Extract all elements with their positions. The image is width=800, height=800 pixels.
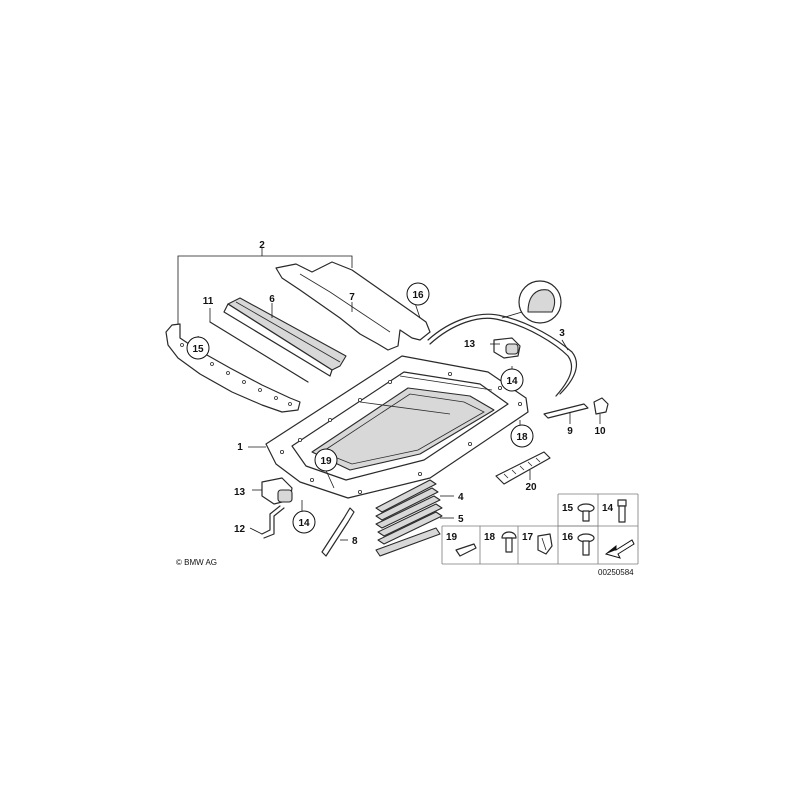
screw-16-icon (577, 533, 595, 556)
label-2: 2 (259, 240, 265, 251)
screw-15-icon (577, 503, 595, 522)
deflector-part-6 (223, 297, 347, 377)
drive-shaft-part-12 (249, 505, 285, 539)
svg-text:15: 15 (192, 344, 204, 355)
svg-text:16: 16 (412, 290, 424, 301)
label-1: 1 (237, 442, 243, 453)
table-label-17: 17 (522, 532, 534, 543)
group-bracket-2 (177, 247, 353, 330)
svg-text:18: 18 (516, 432, 528, 443)
label-13-upper: 13 (464, 339, 476, 350)
diagram-number: 00250584 (598, 568, 634, 577)
cable-part-11 (209, 308, 309, 383)
table-label-18: 18 (484, 532, 496, 543)
table-label-16: 16 (562, 532, 574, 543)
label-4: 4 (458, 492, 464, 503)
motor-upper-part-13 (490, 337, 521, 359)
pin-part-9 (543, 403, 589, 424)
motor-lower-part-13 (252, 477, 293, 505)
label-10: 10 (594, 426, 606, 437)
callout-15: 15 (186, 336, 210, 360)
small-parts-table: 19 18 17 15 14 16 (441, 493, 639, 565)
label-12: 12 (234, 524, 246, 535)
callout-16: 16 (406, 282, 430, 306)
label-11: 11 (203, 296, 214, 307)
rivet-18-icon (501, 531, 517, 553)
clip-17-icon (537, 533, 553, 555)
screw-14-icon (617, 499, 627, 523)
arrow-icon (604, 539, 635, 559)
drain-hose-part-3 (427, 280, 578, 397)
callout-14-lower: 14 (292, 510, 316, 534)
shade-slats-part-4-5 (375, 479, 454, 557)
guide-block-part-20 (495, 451, 551, 485)
label-20: 20 (525, 482, 537, 493)
callout-14-upper: 14 (500, 368, 524, 392)
label-9: 9 (567, 426, 573, 437)
svg-text:14: 14 (506, 376, 518, 387)
cable-sleeve-part-8 (321, 507, 355, 557)
label-3: 3 (559, 328, 565, 339)
svg-text:14: 14 (298, 518, 310, 529)
clip-19-icon (455, 543, 477, 557)
label-5: 5 (458, 514, 464, 525)
table-label-15: 15 (562, 503, 574, 514)
cap-part-10 (593, 397, 609, 424)
table-label-19: 19 (446, 532, 458, 543)
svg-text:19: 19 (320, 456, 332, 467)
label-8: 8 (352, 536, 358, 547)
front-rail-part-7 (275, 261, 431, 351)
label-7: 7 (349, 292, 355, 303)
label-13-lower: 13 (234, 487, 246, 498)
label-6: 6 (269, 294, 275, 305)
callout-18: 18 (510, 424, 534, 448)
table-label-14: 14 (602, 503, 614, 514)
copyright-text: © BMW AG (176, 558, 217, 567)
sunroof-frame-part-1 (248, 355, 529, 499)
callout-19: 19 (314, 448, 338, 472)
